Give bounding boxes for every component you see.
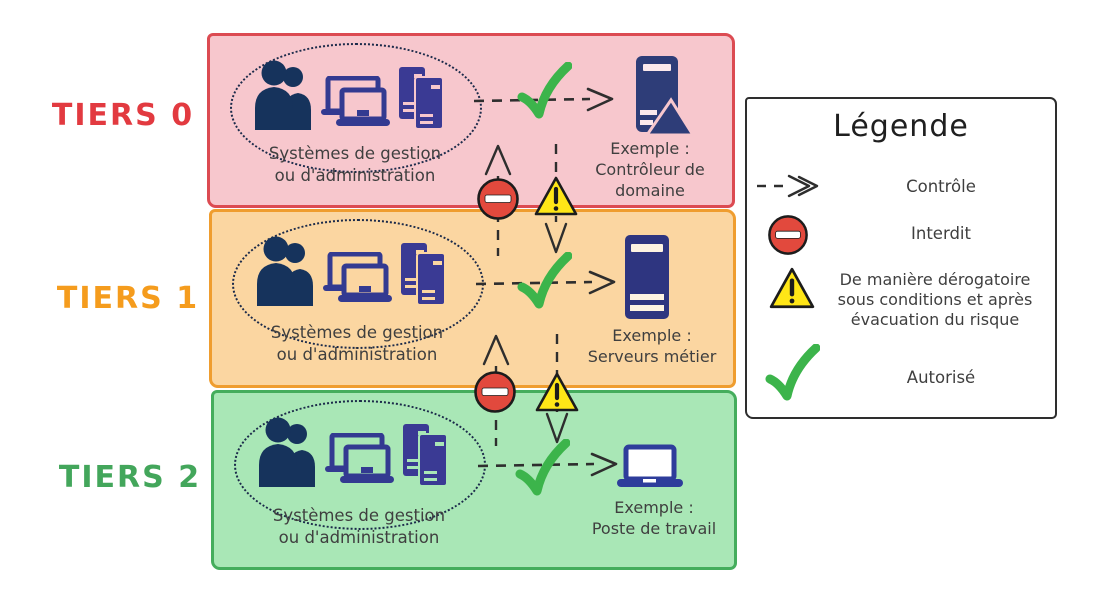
users-icon [254, 60, 312, 134]
tier1-label: TIERS 1 [56, 281, 200, 316]
group-caption-line2: ou d'administration [276, 345, 438, 364]
legend-box: Légende Contrôle Interdit De maniè [745, 97, 1057, 419]
control-arrow-icon [755, 174, 825, 202]
business-server-icon [624, 234, 670, 320]
authorized-check-icon [514, 438, 571, 497]
tier0-admin-icons [254, 58, 454, 134]
tier1-band: Systèmes de gestion ou d'administration … [209, 209, 736, 388]
legend-derogation-line2: sous conditions et après [837, 290, 1033, 309]
legend-autorise-label: Autorisé [906, 368, 976, 387]
legend-derogation-line1: De manière dérogatoire [839, 270, 1031, 289]
control-arrow-icon [476, 452, 624, 478]
domain-controller-icon [614, 54, 696, 138]
tier2-admin-icons [258, 415, 458, 491]
no-entry-icon [476, 177, 520, 225]
tier0-label: TIERS 0 [51, 98, 195, 133]
workstation-icon [616, 444, 684, 490]
tier1-example-caption: Exemple : Serveurs métier [564, 325, 740, 367]
group-caption-line1: Systèmes de gestion [270, 323, 444, 342]
users-icon [258, 417, 316, 491]
no-entry-icon [767, 214, 809, 260]
tier0-group-caption: Systèmes de gestion ou d'administration [226, 143, 484, 187]
warning-triangle-icon [768, 266, 816, 316]
tier2-band: Systèmes de gestion ou d'administration … [211, 390, 737, 570]
users-icon [256, 236, 314, 310]
legend-derogation-label: De manière dérogatoire sous conditions e… [819, 270, 1051, 330]
control-arrow-icon [474, 270, 622, 296]
example-caption-line1: Exemple : [610, 139, 690, 158]
warning-triangle-icon [534, 371, 580, 419]
example-caption-line2: Serveurs métier [587, 347, 717, 366]
warning-triangle-icon [533, 175, 579, 223]
legend-control-label: Contrôle [906, 177, 976, 196]
servers-icon [400, 242, 446, 310]
tier0-admin-ellipse [230, 43, 482, 173]
tier2-label: TIERS 2 [58, 460, 202, 495]
tier1-group-caption: Systèmes de gestion ou d'administration [228, 322, 486, 366]
group-caption-line1: Systèmes de gestion [268, 144, 442, 163]
tier0-example-caption: Exemple : Contrôleur de domaine [562, 138, 738, 201]
laptops-icon [319, 75, 391, 134]
servers-icon [402, 423, 448, 491]
laptops-icon [321, 251, 393, 310]
tier2-example-caption: Exemple : Poste de travail [566, 497, 742, 539]
tier0-band: Systèmes de gestion ou d'administration [207, 33, 735, 208]
authorized-check-icon [764, 343, 821, 406]
legend-title: Légende [833, 109, 969, 144]
example-caption-line1: Exemple : [612, 326, 692, 345]
group-caption-line2: ou d'administration [278, 528, 440, 547]
group-caption-line1: Systèmes de gestion [272, 506, 446, 525]
authorized-check-icon [516, 61, 573, 120]
legend-interdit-label: Interdit [911, 224, 971, 243]
tier1-admin-icons [256, 234, 456, 310]
example-caption-line3: domaine [615, 181, 685, 200]
example-caption-line1: Exemple : [614, 498, 694, 517]
no-entry-icon [473, 370, 517, 418]
group-caption-line2: ou d'administration [274, 166, 436, 185]
laptops-icon [323, 432, 395, 491]
tier2-group-caption: Systèmes de gestion ou d'administration [230, 505, 488, 549]
servers-icon [398, 66, 444, 134]
authorized-check-icon [516, 251, 573, 310]
example-caption-line2: Contrôleur de [595, 160, 705, 179]
example-caption-line2: Poste de travail [591, 519, 717, 538]
legend-derogation-line3: évacuation du risque [850, 310, 1020, 329]
